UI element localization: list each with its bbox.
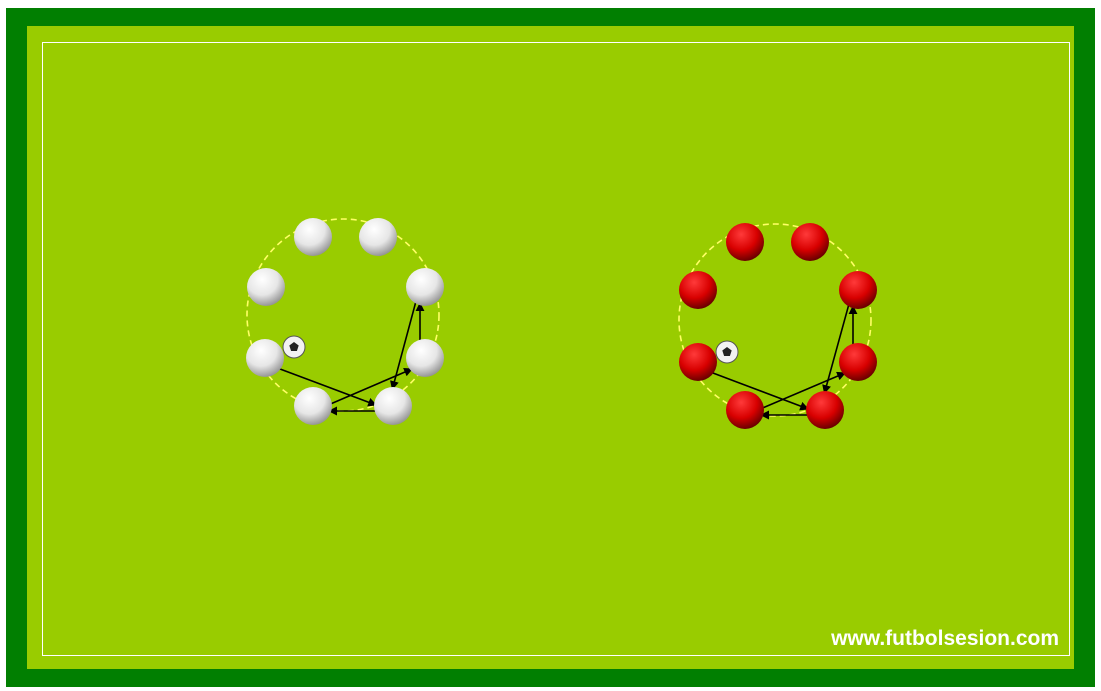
player-red	[726, 223, 764, 261]
player-red	[839, 343, 877, 381]
pitch-border	[6, 8, 1095, 687]
player-white	[294, 387, 332, 425]
player-red	[791, 223, 829, 261]
watermark-text: www.futbolsesion.com	[831, 627, 1059, 650]
player-white	[247, 268, 285, 306]
pass-arrow	[759, 371, 847, 410]
player-red	[806, 391, 844, 429]
pass-arrow	[709, 370, 810, 411]
boundary-circle	[678, 223, 872, 417]
pass-arrow	[390, 299, 418, 391]
player-white	[294, 218, 332, 256]
player-white	[406, 339, 444, 377]
player-white	[374, 387, 412, 425]
ball-icon	[282, 335, 306, 359]
player-red	[679, 343, 717, 381]
player-white	[406, 268, 444, 306]
boundary-circle	[246, 218, 440, 412]
player-red	[726, 391, 764, 429]
pitch	[27, 26, 1074, 669]
player-red	[679, 271, 717, 309]
player-white	[246, 339, 284, 377]
red-group	[678, 223, 877, 429]
pass-arrow	[327, 367, 414, 406]
player-red	[839, 271, 877, 309]
white-group	[246, 218, 444, 425]
player-white	[359, 218, 397, 256]
pass-arrow	[822, 301, 851, 395]
ball-icon	[715, 340, 739, 364]
pass-arrow	[276, 366, 378, 407]
pitch-boundary-line	[42, 42, 1070, 656]
